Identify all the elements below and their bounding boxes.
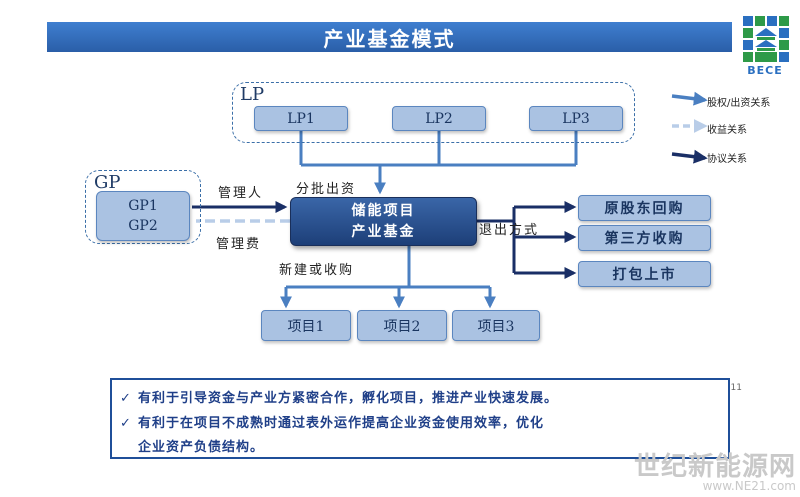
project1-box: 项目1 <box>261 310 351 341</box>
watermark-url: www.NE21.com <box>702 479 796 493</box>
lp1-box: LP1 <box>254 106 348 131</box>
industry-fund-box: 储能项目 产业基金 <box>290 197 477 246</box>
project3-box: 项目3 <box>452 310 540 341</box>
benefit-item-continuation: 企业资产负债结构。 <box>138 440 265 455</box>
gp2-label: GP2 <box>128 218 158 234</box>
watermark-cn: 世纪新能源网 <box>633 452 796 482</box>
lp2-box: LP2 <box>392 106 486 131</box>
exit-method-label: 退出方式 <box>479 223 540 238</box>
fund-line2: 产业基金 <box>351 223 416 240</box>
legend-income-label: 收益关系 <box>707 125 747 136</box>
gp-group-label: GP <box>94 172 121 193</box>
lp-group <box>232 82 635 143</box>
lp3-box: LP3 <box>529 106 623 131</box>
fund-line1: 储能项目 <box>351 202 416 219</box>
lp-group-label: LP <box>240 84 265 105</box>
benefit-item: ✓有利于在项目不成熟时通过表外运作提高企业资金使用效率，优化 <box>120 416 545 431</box>
gp1-label: GP1 <box>128 198 158 214</box>
check-icon: ✓ <box>120 391 132 406</box>
legend-equity-label: 股权/出资关系 <box>707 98 771 109</box>
watermark: 世纪新能源网 www.NE21.com <box>596 446 796 493</box>
benefits-box: ✓有利于引导资金与产业方紧密合作，孵化项目，推进产业快速发展。 ✓有利于在项目不… <box>110 378 730 459</box>
benefit-item: ✓有利于引导资金与产业方紧密合作，孵化项目，推进产业快速发展。 <box>120 391 559 406</box>
title-bar: 产业基金模式 <box>47 22 732 52</box>
exit-packaged-listing: 打包上市 <box>578 261 711 287</box>
exit-third-party-acquisition: 第三方收购 <box>578 225 711 251</box>
page-title: 产业基金模式 <box>323 26 456 51</box>
batch-investment-label: 分批出资 <box>296 182 357 197</box>
gp-box: GP1 GP2 <box>96 191 190 241</box>
logo-text: BECE <box>747 64 783 77</box>
gp-group <box>85 170 201 244</box>
new-or-acquire-label: 新建或收购 <box>279 263 355 278</box>
exit-original-shareholder-buyback: 原股东回购 <box>578 195 711 221</box>
bece-logo-icon <box>743 16 789 62</box>
page-number: 11 <box>730 383 742 393</box>
management-fee-label: 管理费 <box>216 237 262 252</box>
check-icon: ✓ <box>120 416 132 431</box>
manager-label: 管理人 <box>218 186 264 201</box>
project2-box: 项目2 <box>357 310 447 341</box>
legend-agreement-label: 协议关系 <box>707 154 747 165</box>
